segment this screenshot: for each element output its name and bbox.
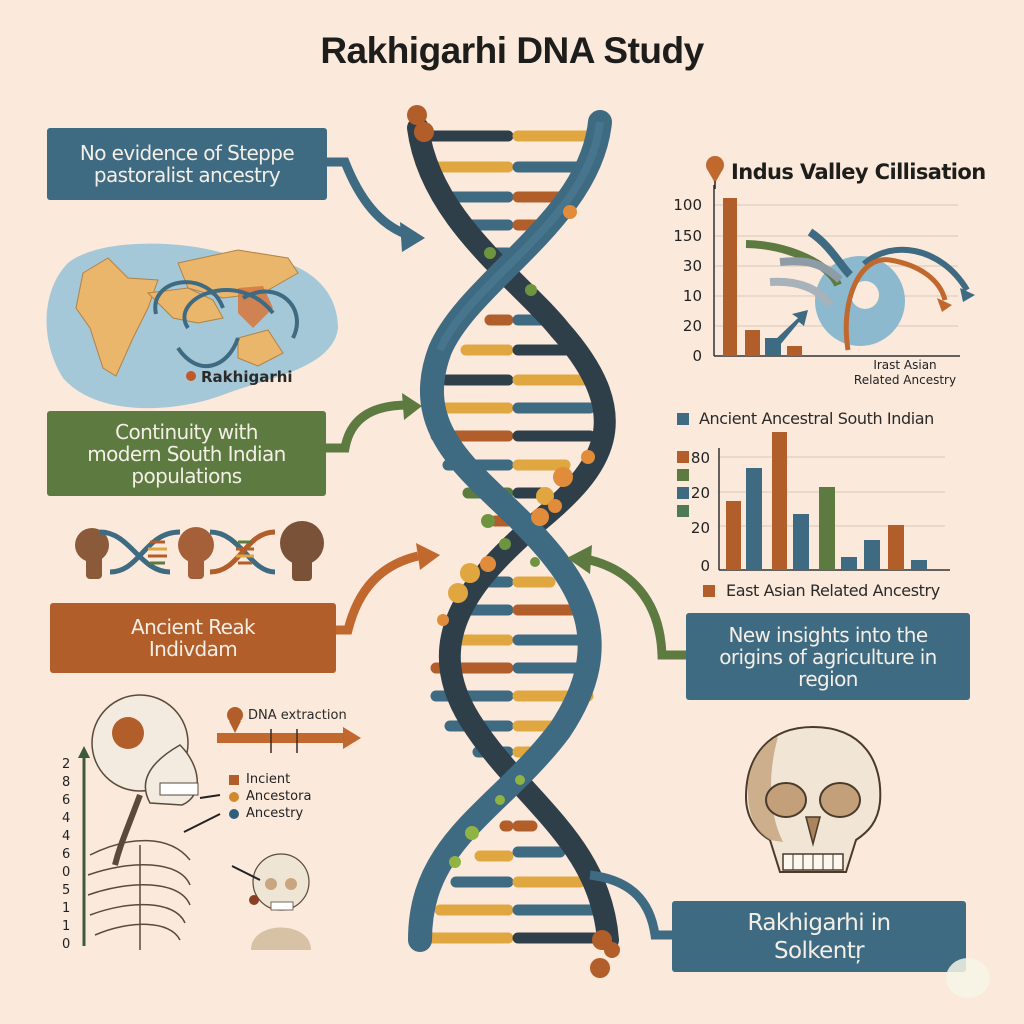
chart-indus-valley: Indus Valley Cillisation 100 150 30 10 2… — [673, 150, 1000, 400]
legend-item-ancestry: Ancestry — [229, 805, 311, 822]
skeleton-legend: Incient Ancestora Ancestry — [229, 771, 311, 822]
dna-front-strand — [408, 110, 612, 952]
legend-swatch-green2 — [677, 505, 689, 517]
scale-tick: 1 — [62, 919, 71, 934]
scale-tick: 0 — [62, 865, 71, 880]
scale-tick: 6 — [62, 793, 71, 808]
legend-label: Ancestry — [246, 806, 304, 821]
dna-extraction-label: DNA extraction — [248, 708, 347, 723]
arrow-steppe-to-helix — [325, 157, 410, 240]
legend-swatch-east-asian — [703, 585, 715, 597]
callout-agriculture: New insights into the origins of agricul… — [686, 613, 970, 700]
callout-rakhigarhi-in: Rakhigarhi in Solkentŗ — [672, 901, 966, 972]
callout-steppe-ancestry: No evidence of Steppe pastoralist ancest… — [47, 128, 327, 200]
chart2-y-tick: 20 — [690, 519, 710, 537]
scale-tick: 4 — [62, 811, 71, 826]
legend-item-ancestora: Ancestora — [229, 788, 311, 805]
dna-end-cap-top — [407, 105, 434, 142]
arrow-ancient-to-helix — [328, 551, 420, 635]
dna-nucleotide-dots — [437, 205, 595, 868]
circle-marker-icon — [229, 808, 239, 819]
callout-continuity-text: Continuity with modern South Indian popu… — [87, 419, 286, 488]
circle-marker-icon — [229, 791, 239, 802]
arrow-rakhigarhi-to-helix — [589, 870, 675, 940]
chart2-legend-top: Ancient Ancestral South Indian — [699, 409, 934, 428]
chart1-plot — [713, 185, 975, 357]
scale-axis — [78, 746, 90, 946]
skull-illustration — [744, 725, 882, 873]
scale-tick: 4 — [62, 829, 71, 844]
map-illustration — [46, 243, 339, 409]
scale-tick: 6 — [62, 847, 71, 862]
callout-ancient-text: Ancient Reak Indivdam — [130, 615, 256, 661]
chart1-y-tick: 100 — [673, 196, 702, 214]
chart1-y-tick: 30 — [682, 257, 702, 275]
chart2-y-tick: 20 — [690, 484, 710, 502]
skeleton-illustration — [87, 694, 199, 950]
small-skull-bust-illustration — [249, 853, 311, 950]
square-marker-icon — [229, 774, 239, 785]
legend-swatch-rust — [677, 451, 689, 463]
heads-dna-illustration — [75, 521, 324, 581]
chart2-y-tick: 0 — [700, 557, 710, 575]
chart1-y-tick: 10 — [682, 287, 702, 305]
scale-tick: 1 — [62, 901, 71, 916]
chart1-title: Indus Valley Cillisation — [731, 160, 986, 184]
callout-agriculture-text: New insights into the origins of agricul… — [719, 622, 937, 691]
chart1-y-tick: 20 — [682, 317, 702, 335]
callout-continuity: Continuity with modern South Indian popu… — [47, 411, 326, 496]
chart2-plot — [718, 432, 950, 571]
legend-swatch-south-indian — [677, 413, 689, 425]
pointer-lines — [183, 794, 261, 881]
chart-ancestry-bars: Ancient Ancestral South Indian 80 20 20 … — [660, 400, 980, 610]
watermark-badge — [946, 958, 990, 998]
chart1-y-tick: 0 — [692, 347, 702, 365]
callout-steppe-text: No evidence of Steppe pastoralist ancest… — [79, 141, 295, 187]
legend-item-incient: Incient — [229, 771, 311, 788]
legend-swatch-green — [677, 469, 689, 481]
scale-tick: 2 — [62, 757, 71, 772]
legend-label: Incient — [246, 772, 291, 787]
scale-ticks: 2 8 6 4 4 6 0 5 1 1 0 — [62, 756, 78, 954]
scale-tick: 5 — [62, 883, 71, 898]
callout-ancient-individual: Ancient Reak Indivdam — [50, 603, 336, 673]
scale-tick: 8 — [62, 775, 71, 790]
chart2-y-tick: 80 — [690, 449, 710, 467]
callout-rakhigarhi-in-text: Rakhigarhi in Solkentŗ — [747, 909, 891, 964]
arrow-agriculture-to-helix — [588, 555, 690, 660]
chart1-x-label: Irast Asian Related Ancestry — [853, 358, 957, 387]
chart2-legend-bottom: East Asian Related Ancestry — [726, 581, 940, 600]
map-marker-label: Rakhigarhi — [201, 368, 293, 386]
legend-label: Ancestora — [246, 789, 312, 804]
scale-tick: 0 — [62, 937, 71, 952]
page-title: Rakhigarhi DNA Study — [320, 30, 704, 71]
legend-swatch-blue — [677, 487, 689, 499]
arrow-continuity-to-helix — [325, 400, 409, 453]
chart1-y-tick: 150 — [673, 227, 702, 245]
location-pin-icon — [706, 156, 724, 189]
dna-extraction-timeline — [217, 707, 361, 753]
dna-end-cap-bottom — [590, 930, 620, 978]
